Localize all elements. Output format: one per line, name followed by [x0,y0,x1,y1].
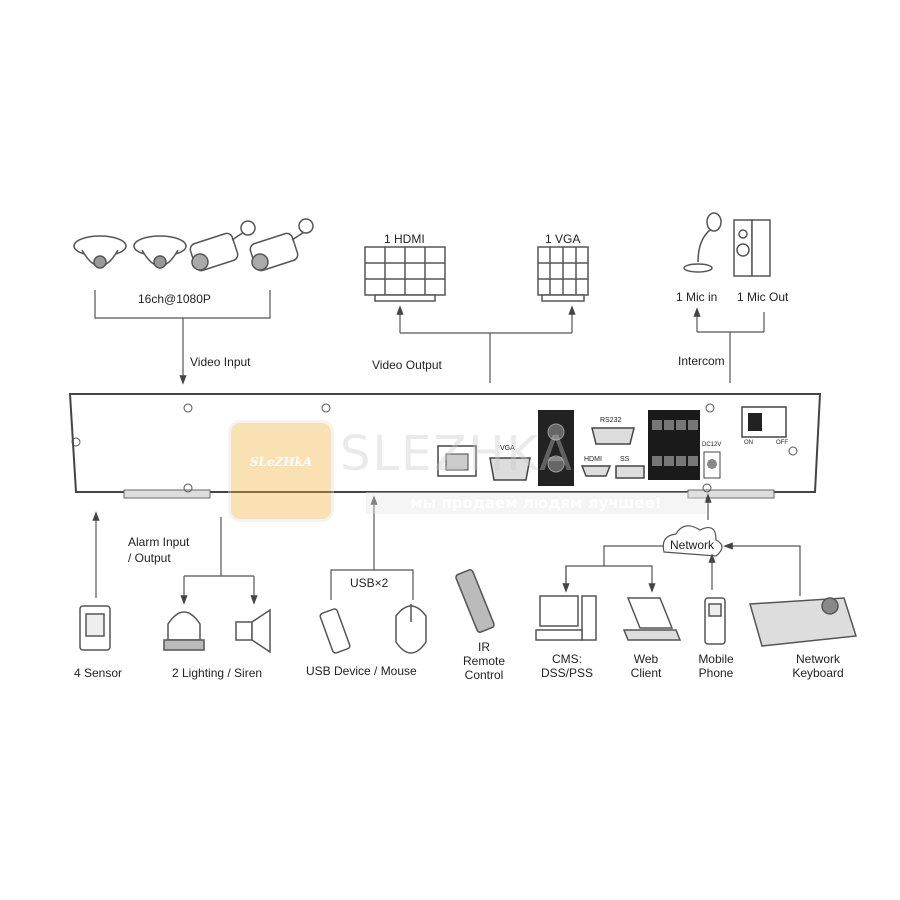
sensor-label: 4 Sensor [74,666,123,680]
siren-icon [235,608,271,654]
bullet-camera-icon [249,218,314,272]
dc-power-jack-icon [703,451,721,479]
usb-device-label: USB Device / Mouse [306,664,417,678]
ethernet-port-icon [437,445,477,477]
usb-drive-icon [319,608,351,654]
ir-label-line1: IR [478,640,490,654]
mobile-phone-label-line2: Phone [698,666,734,680]
ir-remote-icon [455,569,495,633]
mouse-icon [395,604,427,654]
ir-label-line3: Control [464,668,504,682]
mobile-phone-icon [704,597,726,645]
network-keyboard-icon [749,597,857,647]
bullet-camera-icon [189,220,256,272]
web-client-label-line1: Web [633,652,659,666]
dc-power-label: DC12V [702,442,722,448]
watermark-logo-text: SLeZHkA [249,455,313,469]
mic-out-label: 1 Mic Out [737,290,789,304]
cms-label-line2: DSS/PSS [540,666,594,680]
dome-camera-icon [133,235,187,269]
vga-port-icon [489,457,531,481]
video-output-label: Video Output [372,358,442,372]
watermark-title: SLEZHKA [340,426,574,482]
watermark-logo: SLeZHkA [228,420,334,522]
cms-computer-icon [535,595,597,641]
warning-light-icon [163,611,205,651]
rs232-port-label: RS232 [600,417,622,424]
hdmi-port-label: HDMI [584,456,602,463]
cms-label-line1: CMS: [552,652,582,666]
hdmi-monitor-icon [364,246,446,302]
web-client-label-line2: Client [630,666,662,680]
network-keyboard-label-line1: Network [795,652,840,666]
network-keyboard-label-line2: Keyboard [792,666,844,680]
network-label: Network [670,538,715,552]
vga-output-label: 1 VGA [545,232,581,246]
mic-in-label: 1 Mic in [676,290,718,304]
power-on-label: ON [744,440,753,446]
intercom-label: Intercom [678,354,725,368]
alarm-io-label-line1: Alarm Input [128,535,190,549]
usb-port-label: SS [620,456,630,463]
speaker-icon [733,219,771,277]
ir-label-line2: Remote [462,654,506,668]
vga-monitor-icon [537,246,589,302]
dome-camera-icon [73,235,127,269]
watermark-subtitle: мы продаем людям лучшее! [366,492,706,514]
alarm-terminal-block [648,410,700,480]
microphone-icon [683,212,722,273]
hdmi-port-icon [580,465,612,477]
watermark: SLeZHkA SLEZHKA мы продаем людям лучшее! [228,420,708,522]
laptop-icon [622,597,682,641]
rs232-port-icon [591,427,635,445]
lighting-siren-label: 2 Lighting / Siren [172,666,263,680]
usb-count-label: USB×2 [350,576,389,590]
power-switch-icon [741,406,787,438]
video-input-label: Video Input [190,355,251,369]
audio-port-block [538,410,574,486]
camera-count-label: 16ch@1080P [138,292,211,306]
network-cloud-icon [662,525,723,557]
vga-port-label: VGA [500,445,515,452]
usb-port-icon [615,465,645,479]
sensor-icon [79,605,111,651]
power-off-label: OFF [776,440,788,446]
mobile-phone-label-line1: Mobile [698,652,734,666]
hdmi-output-label: 1 HDMI [384,232,425,246]
alarm-io-label-line2: / Output [128,551,171,565]
